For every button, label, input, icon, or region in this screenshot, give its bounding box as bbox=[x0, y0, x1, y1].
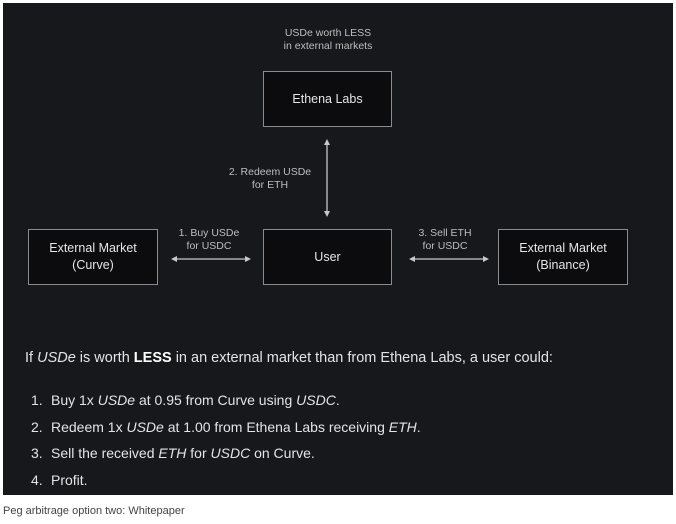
top-note-line2: in external markets bbox=[283, 40, 373, 52]
step-term: ETH bbox=[388, 418, 417, 435]
step-text: Profit. bbox=[51, 471, 88, 488]
arrow-buy bbox=[171, 256, 251, 262]
edge-sell-line1: 3. Sell ETH bbox=[418, 227, 472, 239]
step-text: Buy 1x bbox=[51, 392, 98, 408]
node-binance-line1: External Market bbox=[519, 241, 607, 255]
arrow-redeem bbox=[324, 139, 330, 217]
edge-label-buy: 1. Buy USDe for USDC bbox=[164, 227, 254, 253]
step-item: 2. Redeem 1x USDe at 1.00 from Ethena Lab… bbox=[31, 419, 421, 446]
step-number: 2. bbox=[31, 418, 43, 435]
edge-redeem-line2: for ETH bbox=[251, 179, 289, 191]
step-text: Redeem 1x bbox=[51, 418, 127, 435]
image-caption: Peg arbitrage option two: Whitepaper bbox=[3, 505, 185, 517]
intro-text: If bbox=[25, 350, 38, 366]
arrow-sell bbox=[409, 256, 489, 262]
edge-buy-line1: 1. Buy USDe bbox=[178, 227, 240, 239]
step-term: USDC bbox=[296, 392, 336, 408]
intro-text: in an external market than from Ethena L… bbox=[171, 350, 553, 366]
edge-redeem-line1: 2. Redeem USDe bbox=[228, 166, 312, 178]
edge-label-sell: 3. Sell ETH for USDC bbox=[400, 227, 490, 253]
step-item: 1. Buy 1x USDe at 0.95 from Curve using U… bbox=[31, 392, 421, 419]
step-text: Sell the received bbox=[51, 445, 159, 461]
node-curve-line2: (Curve) bbox=[72, 258, 114, 272]
node-ethena-labs-label: Ethena Labs bbox=[292, 91, 363, 106]
node-external-market-curve: External Market (Curve) bbox=[28, 229, 158, 285]
step-item: 3. Sell the received ETH for USDC on Curv… bbox=[31, 445, 421, 472]
step-item: 4. Profit. bbox=[31, 472, 421, 499]
step-text: . bbox=[335, 392, 340, 408]
step-text: . bbox=[416, 418, 421, 435]
step-term: USDe bbox=[126, 418, 164, 435]
node-user-label: User bbox=[314, 249, 341, 264]
node-binance-line2: (Binance) bbox=[536, 258, 590, 272]
intro-less: LESS bbox=[133, 350, 172, 366]
edge-label-redeem: 2. Redeem USDe for ETH bbox=[220, 166, 320, 192]
step-number: 1. bbox=[31, 392, 43, 408]
step-term: ETH bbox=[158, 445, 187, 461]
top-note: USDe worth LESS in external markets bbox=[263, 27, 393, 53]
step-text: on Curve. bbox=[250, 445, 315, 461]
intro-usde: USDe bbox=[37, 350, 76, 366]
node-ethena-labs: Ethena Labs bbox=[263, 71, 392, 127]
intro-paragraph: If USDe is worth LESS in an external mar… bbox=[25, 350, 553, 366]
intro-text: is worth bbox=[75, 350, 134, 366]
edge-buy-line2: for USDC bbox=[186, 240, 232, 252]
step-number: 4. bbox=[31, 471, 43, 488]
step-text: at 0.95 from Curve using bbox=[135, 392, 297, 408]
step-number: 3. bbox=[31, 445, 43, 461]
node-user: User bbox=[263, 229, 392, 285]
node-external-market-binance: External Market (Binance) bbox=[498, 229, 628, 285]
steps-list: 1. Buy 1x USDe at 0.95 from Curve using U… bbox=[31, 392, 421, 498]
step-text: for bbox=[186, 445, 211, 461]
step-text: at 1.00 from Ethena Labs receiving bbox=[163, 418, 389, 435]
step-term: USDe bbox=[97, 392, 136, 408]
top-note-line1: USDe worth LESS bbox=[284, 27, 372, 39]
edge-sell-line2: for USDC bbox=[422, 240, 468, 252]
node-curve-line1: External Market bbox=[49, 241, 137, 255]
step-term: USDC bbox=[210, 445, 251, 461]
